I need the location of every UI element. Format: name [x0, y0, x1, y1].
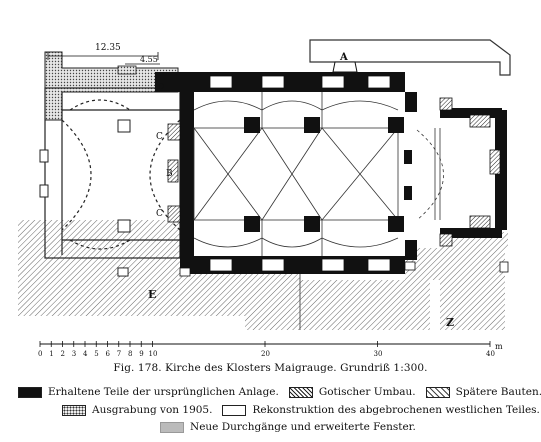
legend-swatch-later: [425, 386, 450, 398]
dimension-lines: [47, 52, 160, 65]
nave-vaults: [193, 92, 444, 256]
legend-label-original: Erhaltene Teile der ursprünglichen Anlag…: [48, 386, 279, 398]
scale-tick-label: 40: [486, 350, 495, 358]
scale-tick-label: 30: [374, 350, 383, 358]
scale-tick-label: 3: [72, 350, 76, 358]
dimension-label-total: 12.35: [95, 43, 121, 53]
legend-row-3: Neue Durchgänge und erweiterte Fenster.: [160, 421, 416, 433]
scale-unit: m: [495, 342, 503, 351]
legend-label-new-openings: Neue Durchgänge und erweiterte Fenster.: [190, 421, 416, 433]
reconstruction-pier: [39, 184, 49, 198]
legend-swatch-excavation: [62, 404, 86, 416]
legend-row-2: Ausgrabung von 1905. Rekonstruktion des …: [62, 404, 540, 416]
scale-tick-label: 0: [38, 350, 42, 358]
scale-tick-label: 7: [117, 350, 121, 358]
western-reconstruction: [44, 87, 181, 259]
reconstruction-pier: [39, 149, 49, 163]
label-a: A: [339, 52, 348, 63]
scale-tick-label: 4: [83, 350, 88, 358]
legend-swatch-reconstruction: [222, 404, 247, 416]
legend-row-1: Erhaltene Teile der ursprünglichen Anlag…: [18, 386, 541, 398]
legend-label-excavation: Ausgrabung von 1905.: [92, 404, 213, 416]
label-c-south: C: [156, 209, 163, 219]
scale-tick-label: 8: [128, 350, 132, 358]
label-c-north: C: [156, 132, 163, 142]
legend-swatch-gothic: [288, 386, 313, 398]
scale-tick-label: 6: [106, 350, 111, 358]
north-windows: [209, 75, 391, 272]
figure-caption: Fig. 178. Kirche des Klosters Maigrauge.…: [113, 362, 428, 374]
legend-label-reconstruction: Rekonstruktion des abgebrochenen westlic…: [252, 404, 540, 416]
gothic-elements: [167, 97, 501, 247]
scale-tick-label: 20: [261, 350, 270, 358]
reconstruction-pier: [117, 119, 131, 133]
legend-swatch-original: [18, 386, 42, 398]
nave-piers: [244, 117, 412, 232]
label-b: B: [166, 169, 173, 179]
north-portal-a: [332, 61, 358, 73]
legend-label-gothic: Gotischer Umbau.: [318, 386, 416, 398]
buttresses: [117, 261, 509, 277]
scale-tick-label: 10: [149, 350, 158, 358]
scale-tick-label: 9: [139, 350, 143, 358]
scale-tick-label: 2: [61, 350, 65, 358]
label-z: Z: [446, 316, 454, 329]
legend-swatch-new-openings: [160, 421, 184, 433]
label-e: E: [148, 288, 156, 301]
scale-tick-label: 5: [94, 350, 98, 358]
label-d: D: [158, 82, 164, 91]
legend-label-later: Spätere Bauten.: [455, 386, 541, 398]
dimension-label-partial: 4.55: [140, 55, 158, 64]
reconstruction-pier: [117, 219, 131, 233]
original-walls: [155, 72, 507, 274]
scale-tick-label: 1: [49, 350, 53, 358]
